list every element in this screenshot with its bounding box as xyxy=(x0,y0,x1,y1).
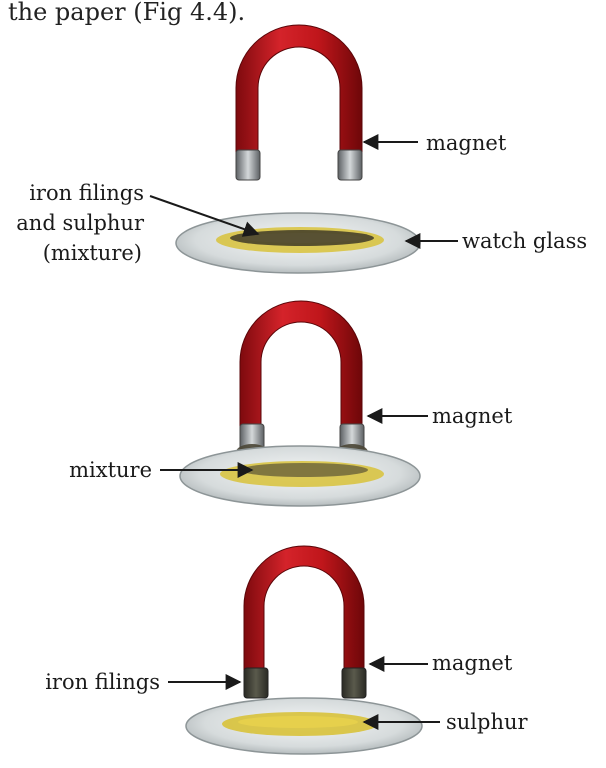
caption-fragment: the paper (Fig 4.4). xyxy=(8,0,245,26)
watch-glass-1 xyxy=(175,212,421,274)
panel-3: magnet iron filings sulphur xyxy=(45,545,529,755)
watch-glass-2 xyxy=(179,445,421,507)
magnet-label-3: magnet xyxy=(432,651,513,675)
sulphur-label: sulphur xyxy=(446,710,529,734)
magnet-1 xyxy=(235,24,363,181)
magnet-label-1: magnet xyxy=(426,131,507,155)
mixture-label-line1: iron filings xyxy=(29,181,144,205)
panel-2: magnet mixture xyxy=(69,300,513,507)
mixture-label-2: mixture xyxy=(69,458,152,482)
iron-filings-label: iron filings xyxy=(45,670,160,694)
watch-glass-3 xyxy=(185,697,423,755)
magnet-3 xyxy=(243,545,367,699)
magnet-2 xyxy=(236,300,368,460)
mixture-arrow-1 xyxy=(149,195,260,237)
panel-1: magnet iron filings and sulphur (mixture… xyxy=(16,24,587,274)
watch-glass-label: watch glass xyxy=(462,229,587,253)
mixture-label-line2: and sulphur xyxy=(16,211,145,235)
magnet-label-2: magnet xyxy=(432,404,513,428)
mixture-label-line3: (mixture) xyxy=(43,241,142,265)
